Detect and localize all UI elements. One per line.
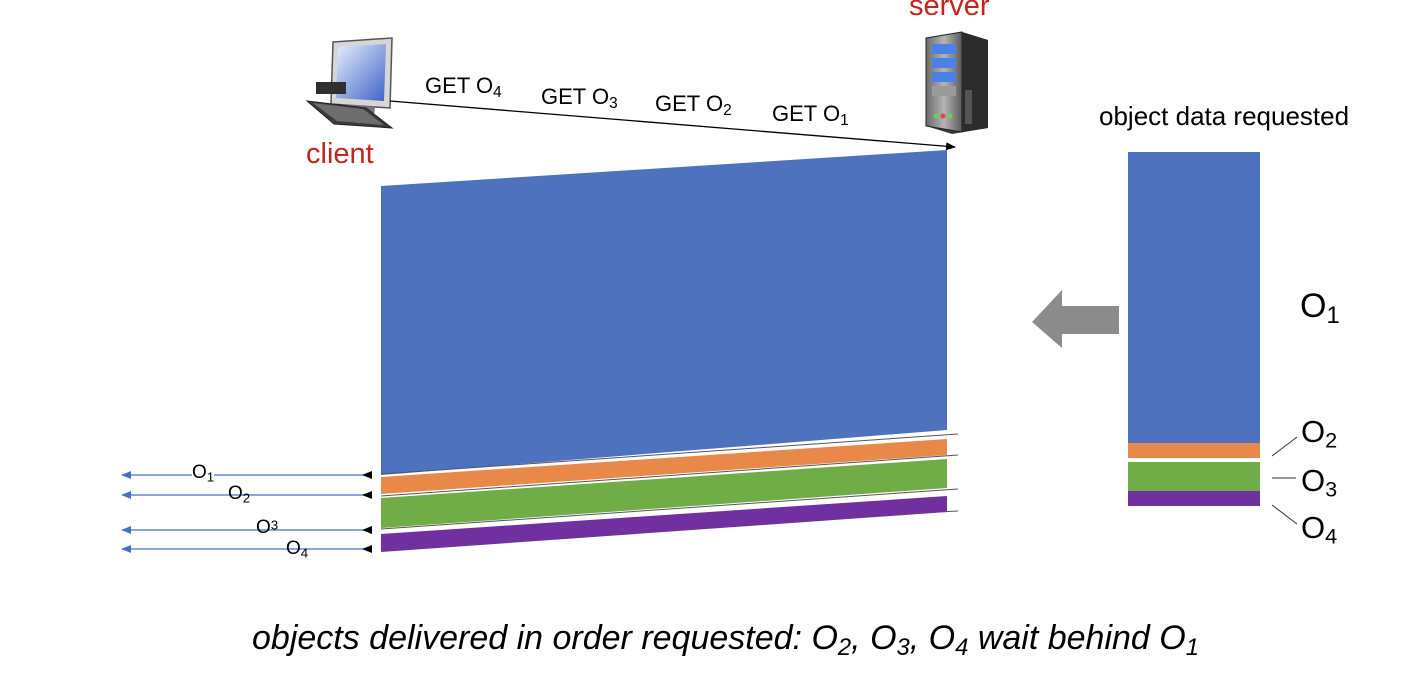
caption-item-o4: O4 wait behind bbox=[928, 619, 1160, 661]
stack-segment-o3 bbox=[1128, 462, 1260, 491]
big-left-arrow-icon bbox=[1032, 290, 1119, 348]
caption-item-o2: O2, bbox=[811, 619, 871, 661]
separator-line-o3 bbox=[380, 488, 959, 530]
delivery-arrowhead-o3 bbox=[362, 526, 372, 534]
get-request-o3: GET O3 bbox=[541, 84, 618, 112]
stack-segment-o4 bbox=[1128, 491, 1260, 506]
delivered-label-o2: O2 bbox=[228, 483, 251, 506]
stack-label-o3: O3 bbox=[1301, 463, 1338, 502]
delivery-arrowhead-o1 bbox=[362, 471, 372, 479]
caption-item-o1: O1 bbox=[1159, 619, 1199, 661]
object-block-o1 bbox=[381, 150, 947, 475]
get-request-o2: GET O2 bbox=[655, 91, 732, 119]
separator-line-o2 bbox=[380, 454, 959, 497]
stack-label-o4: O4 bbox=[1301, 510, 1338, 549]
server-label: server bbox=[909, 0, 990, 22]
delivered-label-o3: O3 bbox=[256, 517, 279, 538]
delivery-arrowhead-o2 bbox=[362, 491, 372, 499]
stack-label-o2: O2 bbox=[1301, 414, 1338, 453]
object-block-o3 bbox=[381, 459, 947, 528]
stack-segment-o2 bbox=[1128, 443, 1260, 458]
stack-segment-o1 bbox=[1128, 152, 1260, 443]
separator-line-o1 bbox=[380, 433, 959, 475]
object-data-requested-label: object data requested bbox=[1099, 101, 1350, 131]
server-tower-icon bbox=[925, 31, 988, 134]
delivery-arrowhead-o4 bbox=[362, 545, 372, 553]
get-request-o1: GET O1 bbox=[772, 101, 849, 129]
get-request-o4: GET O4 bbox=[425, 73, 502, 101]
client-label: client bbox=[306, 138, 374, 170]
object-block-o4 bbox=[381, 496, 947, 552]
delivered-label-o1: O1 bbox=[192, 462, 215, 485]
object-block-o2 bbox=[381, 439, 947, 494]
leader-line-o2 bbox=[1271, 436, 1298, 457]
stack-label-o1: O1 bbox=[1300, 287, 1340, 329]
caption-item-o3: O3, bbox=[870, 619, 929, 661]
leader-line-o4 bbox=[1271, 504, 1298, 525]
client-computer-icon bbox=[305, 37, 394, 129]
request-arrow-line bbox=[389, 100, 956, 151]
delivered-label-o4: O4 bbox=[286, 538, 309, 561]
caption: objects delivered in order requested: O2… bbox=[252, 619, 1199, 661]
